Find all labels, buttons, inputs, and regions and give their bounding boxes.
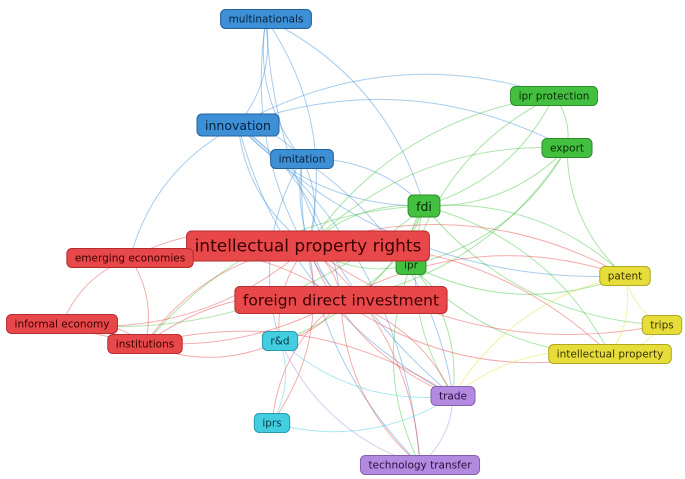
node-label-imitation: imitation (279, 154, 326, 166)
node-box-technology-transfer[interactable] (359, 455, 481, 475)
edge-innovation-intellectual-property-rights (237, 124, 309, 247)
node-box-foreign-direct-investment[interactable] (234, 286, 448, 314)
edge-iprs-trade (271, 395, 454, 433)
node-label-intellectual-property-rights: intellectual property rights (195, 237, 422, 257)
node-label-informal-economy: informal economy (15, 319, 110, 331)
edge-export-ipr (410, 147, 568, 266)
edge-export-patent (566, 147, 626, 277)
edge-multinationals-trade (265, 18, 454, 397)
node-box-fdi[interactable] (407, 194, 441, 218)
edge-multinationals-intellectual-property-rights (265, 18, 317, 247)
node-box-iprs[interactable] (253, 413, 291, 433)
node-box-export[interactable] (541, 138, 593, 158)
node-ipr-protection[interactable]: ipr protection (510, 86, 598, 106)
node-box-emerging-economies[interactable] (66, 248, 194, 268)
node-label-ipr-protection: ipr protection (519, 91, 590, 103)
node-iprs[interactable]: iprs (253, 413, 291, 433)
node-box-patent[interactable] (599, 266, 651, 286)
node-label-r-and-d: r&d (270, 336, 289, 348)
node-informal-economy[interactable]: informal economy (6, 314, 118, 334)
edge-ipr-protection-intellectual-property-rights (307, 95, 555, 247)
edge-innovation-fdi (237, 124, 425, 207)
edge-emerging-economies-institutions (129, 257, 149, 345)
node-innovation[interactable]: innovation (196, 113, 280, 137)
edge-fdi-institutions (144, 205, 425, 345)
node-label-trade: trade (439, 391, 467, 403)
edge-intellectual-property-rights-trade (307, 245, 454, 397)
node-label-innovation: innovation (205, 118, 271, 133)
edge-innovation-export (237, 98, 568, 149)
node-box-multinationals[interactable] (220, 9, 312, 29)
node-export[interactable]: export (541, 138, 593, 158)
node-r-and-d[interactable]: r&d (261, 331, 299, 351)
edge-multinationals-imitation (262, 18, 303, 160)
node-box-trips[interactable] (641, 315, 683, 335)
edge-patent-trade (452, 275, 626, 397)
node-label-intellectual-property: intellectual property (557, 349, 664, 361)
edge-ipr-trade (410, 264, 455, 397)
node-emerging-economies[interactable]: emerging economies (66, 248, 194, 268)
node-label-foreign-direct-investment: foreign direct investment (243, 292, 439, 310)
edge-export-foreign-direct-investment (340, 147, 568, 301)
edge-ipr-protection-fdi (423, 95, 555, 207)
node-box-r-and-d[interactable] (261, 331, 299, 351)
edge-intellectual-property-rights-trips (307, 245, 663, 335)
edge-fdi-trips (423, 205, 663, 326)
node-intellectual-property-rights[interactable]: intellectual property rights (186, 230, 430, 262)
node-box-informal-economy[interactable] (6, 314, 118, 334)
edge-institutions-trade (144, 330, 454, 397)
node-box-ipr-protection[interactable] (510, 86, 598, 106)
network-nodes: multinationals innovation imitation ipr pro… (6, 9, 683, 475)
edge-foreign-direct-investment-informal-economy (61, 299, 342, 345)
edge-fdi-intellectual-property (423, 205, 611, 355)
node-label-technology-transfer: technology transfer (368, 460, 472, 472)
edge-trade-technology-transfer (419, 395, 454, 466)
node-patent[interactable]: patent (599, 266, 651, 286)
edge-imitation-technology-transfer (300, 158, 421, 466)
edge-foreign-direct-investment-technology-transfer (340, 299, 421, 466)
node-label-multinationals: multinationals (229, 14, 304, 26)
node-box-intellectual-property-rights[interactable] (186, 230, 430, 262)
edge-intellectual-property-rights-iprs (271, 245, 315, 424)
node-institutions[interactable]: institutions (107, 334, 183, 354)
node-foreign-direct-investment[interactable]: foreign direct investment (234, 286, 448, 314)
edge-patent-intellectual-property (609, 275, 629, 355)
node-label-iprs: iprs (262, 418, 281, 430)
node-label-emerging-economies: emerging economies (75, 253, 185, 265)
edge-export-fdi (423, 147, 568, 207)
node-label-trips: trips (650, 320, 674, 332)
node-trade[interactable]: trade (430, 386, 476, 406)
edge-innovation-trade (237, 124, 454, 397)
edge-fdi-patent (423, 204, 626, 277)
edge-innovation-ipr-protection (237, 73, 555, 126)
node-technology-transfer[interactable]: technology transfer (359, 455, 481, 475)
node-label-patent: patent (608, 271, 642, 283)
node-label-institutions: institutions (116, 339, 174, 351)
edge-foreign-direct-investment-patent (340, 255, 626, 301)
edge-intellectual-property-rights-technology-transfer (307, 245, 421, 466)
node-imitation[interactable]: imitation (270, 149, 334, 169)
node-box-intellectual-property[interactable] (548, 344, 672, 364)
edge-export-intellectual-property-rights (307, 146, 568, 247)
node-box-trade[interactable] (430, 386, 476, 406)
node-label-fdi: fdi (416, 199, 432, 214)
node-box-institutions[interactable] (107, 334, 183, 354)
edge-ipr-protection-ipr (410, 95, 555, 266)
node-trips[interactable]: trips (641, 315, 683, 335)
node-box-innovation[interactable] (196, 113, 280, 137)
edge-ipr-patent (410, 264, 626, 295)
node-intellectual-property[interactable]: intellectual property (548, 344, 672, 364)
node-fdi[interactable]: fdi (407, 194, 441, 218)
node-label-export: export (550, 143, 584, 155)
edge-r-and-d-trade (279, 340, 454, 398)
edge-multinationals-fdi (265, 18, 425, 207)
edge-innovation-foreign-direct-investment (237, 124, 342, 301)
node-multinationals[interactable]: multinationals (220, 9, 312, 29)
node-label-ipr: ipr (404, 260, 419, 272)
node-box-imitation[interactable] (270, 149, 334, 169)
